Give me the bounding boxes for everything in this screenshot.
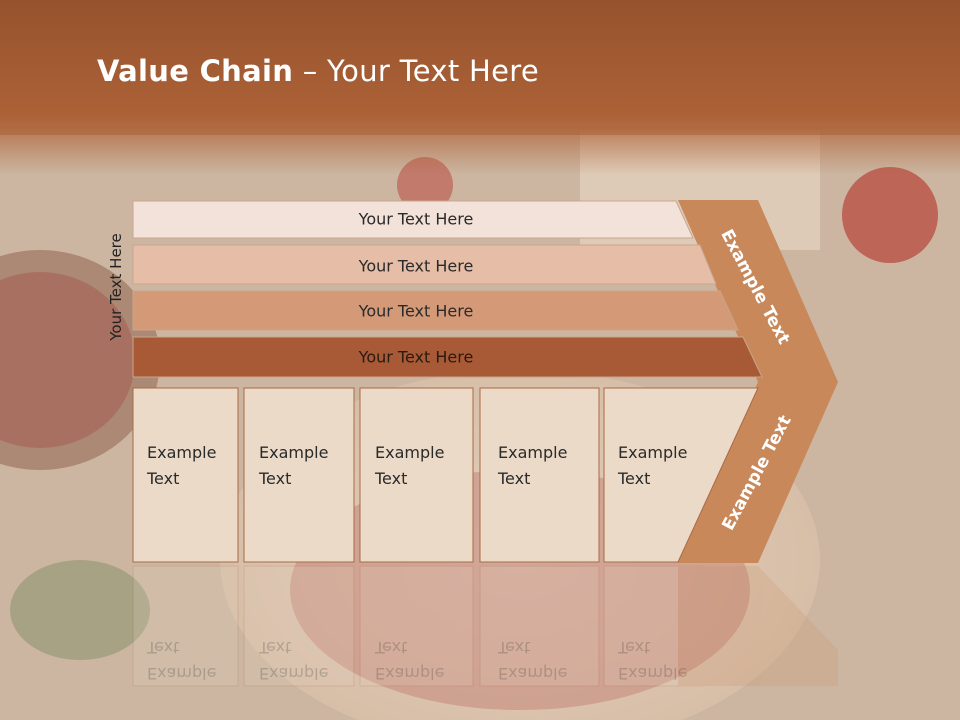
box-2 xyxy=(243,387,355,563)
band-4 xyxy=(132,336,763,378)
box-5 xyxy=(603,387,759,563)
band-3-label: Your Text Here xyxy=(358,301,474,321)
band-2 xyxy=(132,244,717,285)
band-1 xyxy=(132,200,694,239)
side-label: Your Text Here xyxy=(107,233,125,341)
band-3 xyxy=(132,290,739,331)
band-4-label: Your Text Here xyxy=(358,347,474,367)
box-reflection xyxy=(132,565,838,687)
box-3 xyxy=(359,387,474,563)
band-1-label: Your Text Here xyxy=(358,209,474,229)
page-title: Value Chain – Your Text Here xyxy=(97,54,539,88)
box-1 xyxy=(132,387,239,563)
box-4 xyxy=(479,387,600,563)
band-2-label: Your Text Here xyxy=(358,256,474,276)
